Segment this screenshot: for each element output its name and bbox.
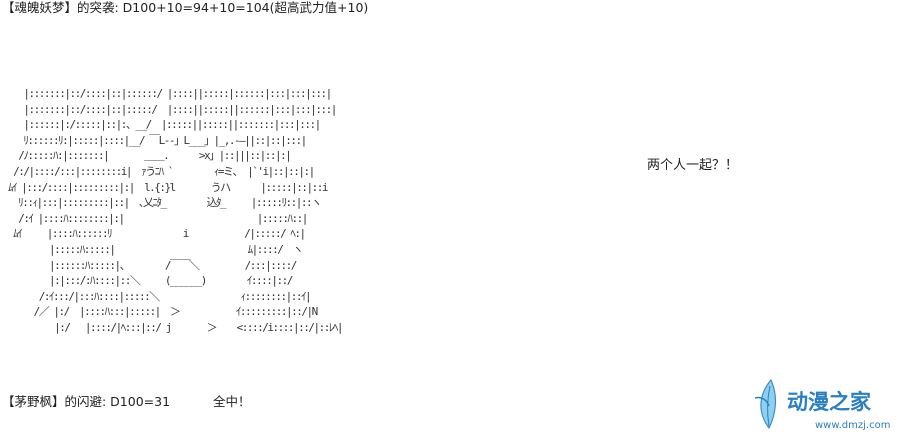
ascii-art-line: /:ｲ:::/|:::ﾊ::::|:::::＼ ｨ::::::::|::ｲ|	[38, 289, 312, 303]
site-watermark: 动漫之家 www.dmzj.com	[749, 376, 910, 438]
ascii-art-line: |:|:::/:ﾊ::::|::＼ (______) ｲ::::|::/	[48, 274, 293, 288]
ascii-art-line: ﾘ::::::ﾘ:|:::::|::::|__/ ￣L--」L___」|_,.-…	[23, 133, 307, 147]
dodge-roll-text: 【茅野枫】的闪避: D100=31	[2, 394, 171, 409]
ascii-art-line: |:::::ﾊ:::::| ﾑ|::::/ ヽ	[48, 242, 304, 256]
ascii-art-line: ﾘ::ｨ|:::|:::::::::|::| ､乂ﾆﾀ_ 込ﾀ_ |:::::ﾘ…	[18, 196, 322, 210]
ascii-art-line: /:/|::::/:::|::::::::i| ｧうﾆﾊ ` ｨ=ミ、 |`'i…	[13, 164, 315, 178]
watermark-url-text: www.dmzj.com	[815, 420, 890, 431]
dodge-result-text: 全中！	[213, 394, 251, 409]
ascii-art-line: |:::::::|::/::::|::|::::::/ |::::||:::::…	[23, 87, 332, 100]
ascii-art-line: |:::::::|::/::::|::|:::::/ |::::||:::::|…	[23, 102, 337, 116]
ascii-art-line: |::::::|:/:::::|::|:、__/ |:::::||:::::||…	[23, 118, 321, 132]
leaf-logo-icon	[754, 378, 777, 430]
ascii-art-line: ﾑｲ |::::ﾊ::::::ﾘ i /|:::::/ ﾍ:|	[13, 227, 306, 241]
ascii-art-line: /:ｲ |::::ﾊ::::::::|:| |:::::ﾊ::|	[18, 211, 308, 225]
ascii-art-line: /／ |:/ |::::ﾊ:::|:::::| ＞ ｲ:::::::::|::/…	[33, 305, 319, 319]
watermark-cn-text: 动漫之家	[787, 390, 872, 414]
ascii-art: |:::::::|::/::::|::|::::::/ |::::||:::::…	[8, 86, 343, 336]
speech-text: 两个人一起？！	[647, 158, 739, 173]
ascii-art-line: ﾑｲ |:::/::::|:::::::::|:| l.{:}l うハ |:::…	[8, 180, 329, 194]
ascii-art-line: |::::::ﾊ:::::|、 /￣￣＼ /:::|::::/	[48, 258, 297, 272]
ascii-art-line: /ﾉ:::::ﾊ:|:::::::| ＿＿. >x」|::|||::|::|:|	[18, 149, 292, 163]
ascii-art-line: |:/ |::::/|ﾍ:::|::/ j ＞ <::::/i::::|::/|…	[54, 320, 343, 334]
watermark-graphic: 动漫之家 www.dmzj.com	[749, 376, 910, 438]
attack-roll-text: 【魂魄妖梦】的突袭: D100+10=94+10=104(超高武力值+10)	[2, 0, 369, 15]
